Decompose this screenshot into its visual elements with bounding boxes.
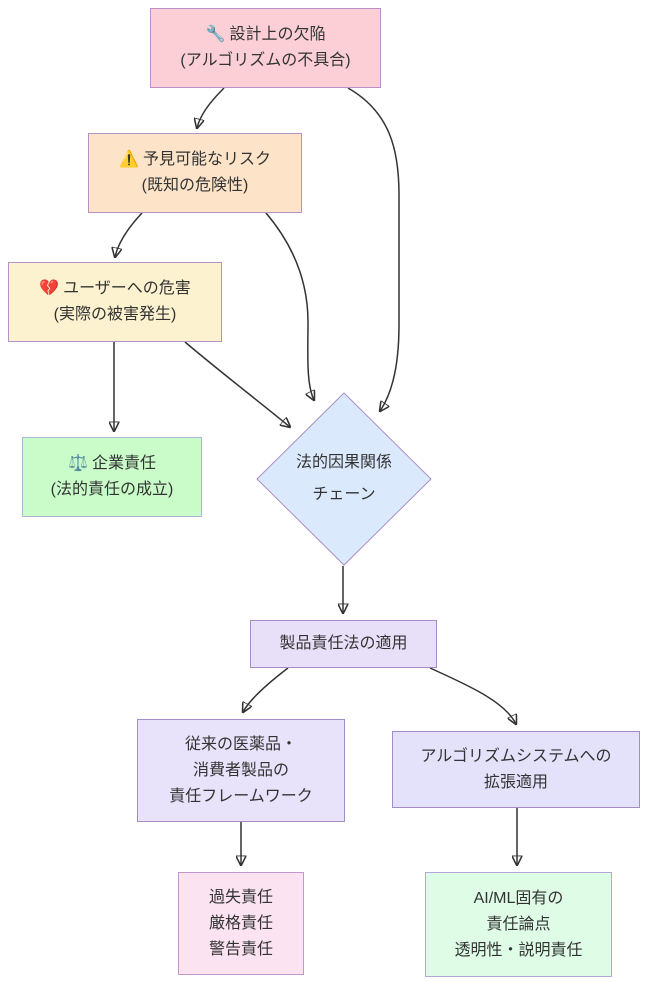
node-algorithmic-extension: アルゴリズムシステムへの 拡張適用 [392, 731, 640, 808]
edge-risk-to-causation [265, 212, 314, 400]
node-corporate-liability: ⚖️企業責任 (法的責任の成立) [22, 437, 202, 517]
node-title: 💔ユーザーへの危害 [39, 276, 191, 302]
node-title-text: 予見可能なリスク [142, 151, 271, 168]
node-label-line: 透明性・説明責任 [454, 941, 583, 959]
node-foreseeable-risk: ⚠️予見可能なリスク (既知の危険性) [88, 133, 302, 213]
edge-product-law-to-traditional [243, 667, 289, 712]
node-traditional-framework: 従来の医薬品・ 消費者製品の 責任フレームワーク [137, 719, 345, 822]
node-subtitle: (アルゴリズムの不具合) [180, 52, 351, 69]
node-title-text: ユーザーへの危害 [63, 280, 191, 297]
edge-design-to-causation [347, 87, 400, 411]
broken-heart-icon: 💔 [39, 280, 60, 297]
node-label-line: 責任論点 [486, 915, 551, 933]
node-user-harm: 💔ユーザーへの危害 (実際の被害発生) [8, 262, 222, 342]
edge-design-to-risk [197, 87, 225, 128]
node-label-line: 拡張適用 [483, 773, 548, 791]
node-title-text: 企業責任 [91, 455, 156, 472]
balance-scale-icon: ⚖️ [68, 455, 88, 472]
node-subtitle: (実際の被害発生) [53, 306, 177, 323]
node-design-defect: 🔧設計上の欠陥 (アルゴリズムの不具合) [150, 8, 381, 88]
node-label: 法的因果関係 チェーン [295, 454, 392, 503]
node-ai-ml-issues: AI/ML固有の 責任論点 透明性・説明責任 [425, 872, 612, 977]
node-title: 🔧設計上の欠陥 [206, 22, 326, 48]
node-label-line: 責任フレームワーク [169, 787, 313, 805]
node-subtitle: (既知の危険性) [141, 177, 249, 194]
node-subtitle: (法的責任の成立) [50, 481, 174, 498]
node-label-line: 厳格責任 [208, 914, 273, 932]
node-product-liability-law: 製品責任法の適用 [250, 620, 437, 668]
node-liability-types: 過失責任 厳格責任 警告責任 [178, 872, 304, 975]
node-label-line: アルゴリズムシステムへの [420, 747, 612, 765]
node-label-line: 過失責任 [208, 888, 273, 906]
node-label-line: AI/ML固有の [473, 889, 564, 907]
node-title-text: 設計上の欠陥 [229, 26, 326, 43]
node-label-line: 消費者製品の [192, 761, 289, 779]
edge-product-law-to-extension [429, 667, 516, 724]
warning-icon: ⚠️ [119, 151, 139, 168]
node-label-line: 警告責任 [208, 940, 273, 958]
edge-risk-to-harm [115, 212, 143, 257]
node-legal-causation-chain: 法的因果関係 チェーン [256, 392, 432, 566]
diamond-shape [256, 392, 432, 566]
node-title: ⚖️企業責任 [68, 451, 156, 477]
node-label-line: 従来の医薬品・ [184, 735, 297, 753]
wrench-icon: 🔧 [205, 26, 226, 43]
node-title: ⚠️予見可能なリスク [119, 147, 271, 173]
node-label: 製品責任法の適用 [279, 635, 408, 652]
